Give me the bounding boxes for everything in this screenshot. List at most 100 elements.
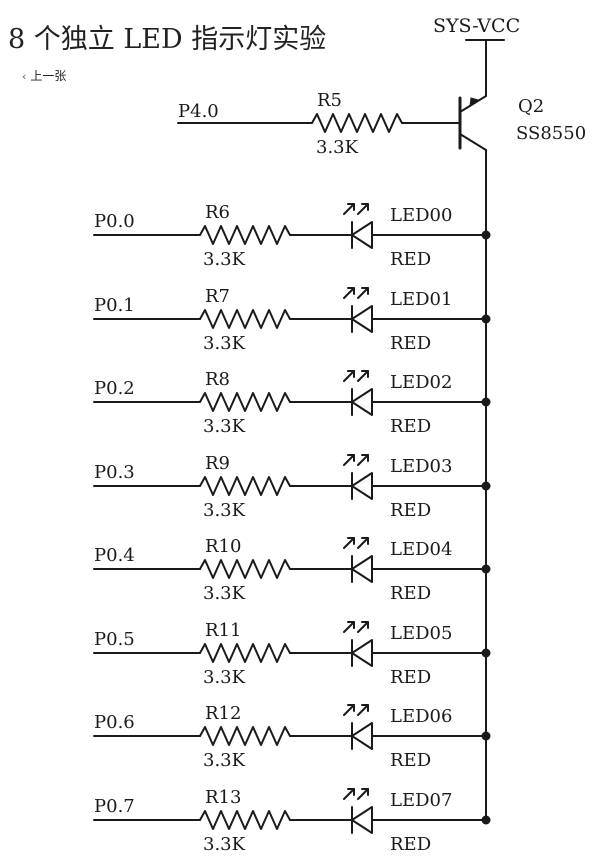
q2-emitter-arrow xyxy=(469,97,480,108)
bus-junction-dot xyxy=(481,397,491,407)
q2-ref-label: Q2 xyxy=(518,96,544,117)
r5-resistor xyxy=(311,113,403,133)
light-emission-arrow xyxy=(357,621,369,633)
light-emission-arrow xyxy=(343,203,355,215)
light-emission-arrow xyxy=(357,287,369,299)
light-emission-arrowhead xyxy=(361,537,369,545)
led-color-label: RED xyxy=(390,416,431,437)
light-emission-arrowhead xyxy=(361,203,369,211)
led-ref-label: LED01 xyxy=(390,289,452,310)
light-emission-arrowhead xyxy=(347,287,355,295)
led-diode-symbol xyxy=(351,639,373,667)
light-emission-arrowhead xyxy=(361,454,369,462)
led-ref-label: LED02 xyxy=(390,372,452,393)
resistor-ref-label: R11 xyxy=(205,620,241,641)
led-ref-label: LED04 xyxy=(390,539,452,560)
led-color-label: RED xyxy=(390,583,431,604)
resistor-value-label: 3.3K xyxy=(203,834,246,855)
resistor-value-label: 3.3K xyxy=(203,249,246,270)
light-emission-arrow xyxy=(343,621,355,633)
light-emission-arrow xyxy=(357,370,369,382)
net-label: P0.5 xyxy=(94,629,135,650)
light-emission-arrow xyxy=(343,370,355,382)
led-color-label: RED xyxy=(390,750,431,771)
resistor-value-label: 3.3K xyxy=(203,583,246,604)
q2-collector xyxy=(459,133,487,151)
light-emission-arrow xyxy=(357,203,369,215)
light-emission-arrowhead xyxy=(361,788,369,796)
resistor-symbol xyxy=(199,309,291,329)
light-emission-arrow xyxy=(343,454,355,466)
net-label: P0.6 xyxy=(94,712,135,733)
vcc-label: SYS-VCC xyxy=(433,15,520,37)
bus-junction-dot xyxy=(481,648,491,658)
bus-junction-dot xyxy=(481,564,491,574)
bus-junction-dot xyxy=(481,314,491,324)
resistor-symbol xyxy=(199,643,291,663)
light-emission-arrowhead xyxy=(347,537,355,545)
led-ref-label: LED03 xyxy=(390,456,452,477)
resistor-value-label: 3.3K xyxy=(203,750,246,771)
led-diode-symbol xyxy=(351,806,373,834)
light-emission-arrow xyxy=(343,704,355,716)
q2-part-label: SS8550 xyxy=(516,123,586,144)
resistor-ref-label: R7 xyxy=(205,286,230,307)
resistor-symbol xyxy=(199,476,291,496)
resistor-symbol xyxy=(199,392,291,412)
light-emission-arrow xyxy=(343,287,355,299)
light-emission-arrow xyxy=(343,788,355,800)
prev-image-label: 上一张 xyxy=(30,69,67,83)
net-label: P0.1 xyxy=(94,295,135,316)
resistor-value-label: 3.3K xyxy=(203,333,246,354)
net-label: P0.4 xyxy=(94,545,135,566)
bus-junction-dot xyxy=(481,230,491,240)
r5-value-label: 3.3K xyxy=(316,137,359,158)
resistor-symbol xyxy=(199,810,291,830)
light-emission-arrowhead xyxy=(347,370,355,378)
net-label: P0.7 xyxy=(94,796,135,817)
light-emission-arrowhead xyxy=(347,704,355,712)
resistor-ref-label: R9 xyxy=(205,453,230,474)
led-color-label: RED xyxy=(390,333,431,354)
page-title: 8 个独立 LED 指示灯实验 xyxy=(8,24,327,55)
led-ref-label: LED05 xyxy=(390,623,452,644)
led-ref-label: LED07 xyxy=(390,790,452,811)
light-emission-arrowhead xyxy=(347,621,355,629)
bus-junction-dot xyxy=(481,815,491,825)
led-color-label: RED xyxy=(390,834,431,855)
led-color-label: RED xyxy=(390,500,431,521)
prev-image-link[interactable]: ‹上一张 xyxy=(22,68,66,85)
led-ref-label: LED06 xyxy=(390,706,452,727)
resistor-value-label: 3.3K xyxy=(203,667,246,688)
resistor-ref-label: R10 xyxy=(205,536,241,557)
light-emission-arrowhead xyxy=(347,203,355,211)
led-diode-symbol xyxy=(351,722,373,750)
led-color-label: RED xyxy=(390,667,431,688)
light-emission-arrowhead xyxy=(361,287,369,295)
light-emission-arrow xyxy=(357,788,369,800)
light-emission-arrowhead xyxy=(361,621,369,629)
light-emission-arrowhead xyxy=(347,454,355,462)
resistor-symbol xyxy=(199,225,291,245)
led-color-label: RED xyxy=(390,249,431,270)
led-diode-symbol xyxy=(351,305,373,333)
resistor-symbol xyxy=(199,726,291,746)
bus-junction-dot xyxy=(481,731,491,741)
resistor-value-label: 3.3K xyxy=(203,500,246,521)
net-label: P0.2 xyxy=(94,378,135,399)
net-label: P0.0 xyxy=(94,211,135,232)
resistor-ref-label: R6 xyxy=(205,202,230,223)
net-label: P0.3 xyxy=(94,462,135,483)
light-emission-arrow xyxy=(357,537,369,549)
led-diode-symbol xyxy=(351,221,373,249)
light-emission-arrowhead xyxy=(361,370,369,378)
